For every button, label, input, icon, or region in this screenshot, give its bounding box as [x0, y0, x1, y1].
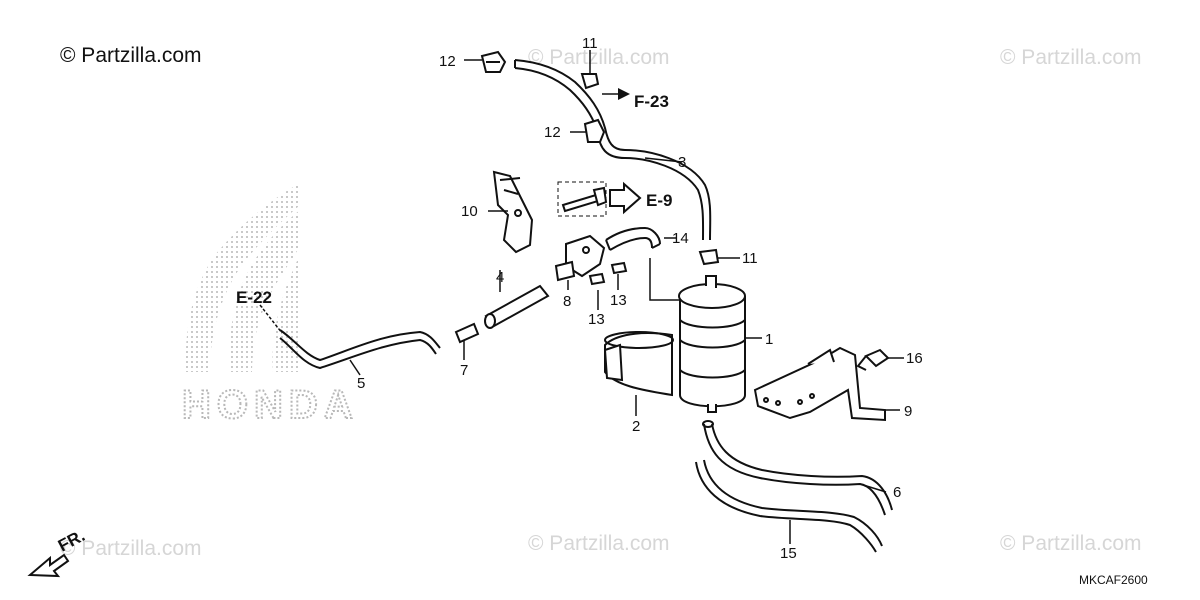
callout-5: 5	[357, 375, 365, 392]
part-16-bolt	[856, 348, 890, 371]
ref-e22: E-22	[236, 288, 272, 307]
leader-lines	[259, 50, 904, 544]
callout-15: 15	[780, 545, 797, 562]
callout-13-right: 13	[610, 292, 627, 309]
part-12-upper-clip	[480, 50, 507, 73]
callout-4: 4	[496, 269, 504, 286]
copyright-label: © Partzilla.com	[60, 44, 202, 67]
callout-11-lower: 11	[742, 250, 758, 267]
callout-11-upper: 11	[582, 35, 598, 52]
callout-1: 1	[765, 331, 773, 348]
callout-9: 9	[904, 403, 912, 420]
part-2-band	[603, 331, 674, 397]
watermark-bottom-right: © Partzilla.com	[1000, 532, 1142, 555]
callout-6: 6	[893, 484, 901, 501]
callout-3: 3	[678, 154, 686, 171]
bolt-part	[561, 186, 608, 213]
part-13-screws	[588, 261, 628, 286]
watermark-bottom-center: © Partzilla.com	[528, 532, 670, 555]
callout-12-upper: 12	[439, 53, 456, 70]
f23-arrow-icon	[618, 88, 630, 100]
watermark-top-right: © Partzilla.com	[1000, 46, 1142, 69]
callout-8: 8	[563, 293, 571, 310]
callout-2: 2	[632, 418, 640, 435]
part-12-lower-clip	[583, 118, 606, 143]
part-7-joint	[454, 322, 480, 344]
watermark-bottom-left: © Partzilla.com	[60, 537, 202, 560]
callout-10: 10	[461, 203, 478, 220]
callout-14: 14	[672, 230, 689, 247]
honda-wing-logo: HONDA	[181, 183, 359, 428]
front-marker-label: FR.	[55, 526, 88, 556]
front-arrow-icon	[27, 553, 70, 578]
watermark-top-center: © Partzilla.com	[528, 46, 670, 69]
part-6-hose	[702, 420, 893, 516]
part-10-bracket	[492, 170, 534, 254]
part-9-bracket	[753, 346, 886, 422]
callout-7: 7	[460, 362, 468, 379]
part-15-hose	[695, 459, 883, 553]
callout-16: 16	[906, 350, 923, 367]
part-1-canister	[678, 275, 746, 413]
diagram-code: MKCAF2600	[1079, 573, 1148, 587]
part-11-upper-clip	[580, 73, 600, 90]
honda-logo-text: HONDA	[182, 383, 359, 427]
callout-12-lower: 12	[544, 124, 561, 141]
part-3-tube	[514, 59, 712, 241]
part-8-valve	[554, 234, 606, 282]
ref-f23: F-23	[634, 92, 669, 111]
callout-13-left: 13	[588, 311, 605, 328]
part-11-lower-clip	[698, 248, 720, 266]
part-4-tube	[484, 284, 550, 329]
part-14-hose	[605, 226, 661, 251]
e9-arrow-icon	[609, 181, 642, 215]
ref-e9: E-9	[646, 191, 672, 210]
part-5-tube	[279, 329, 441, 370]
